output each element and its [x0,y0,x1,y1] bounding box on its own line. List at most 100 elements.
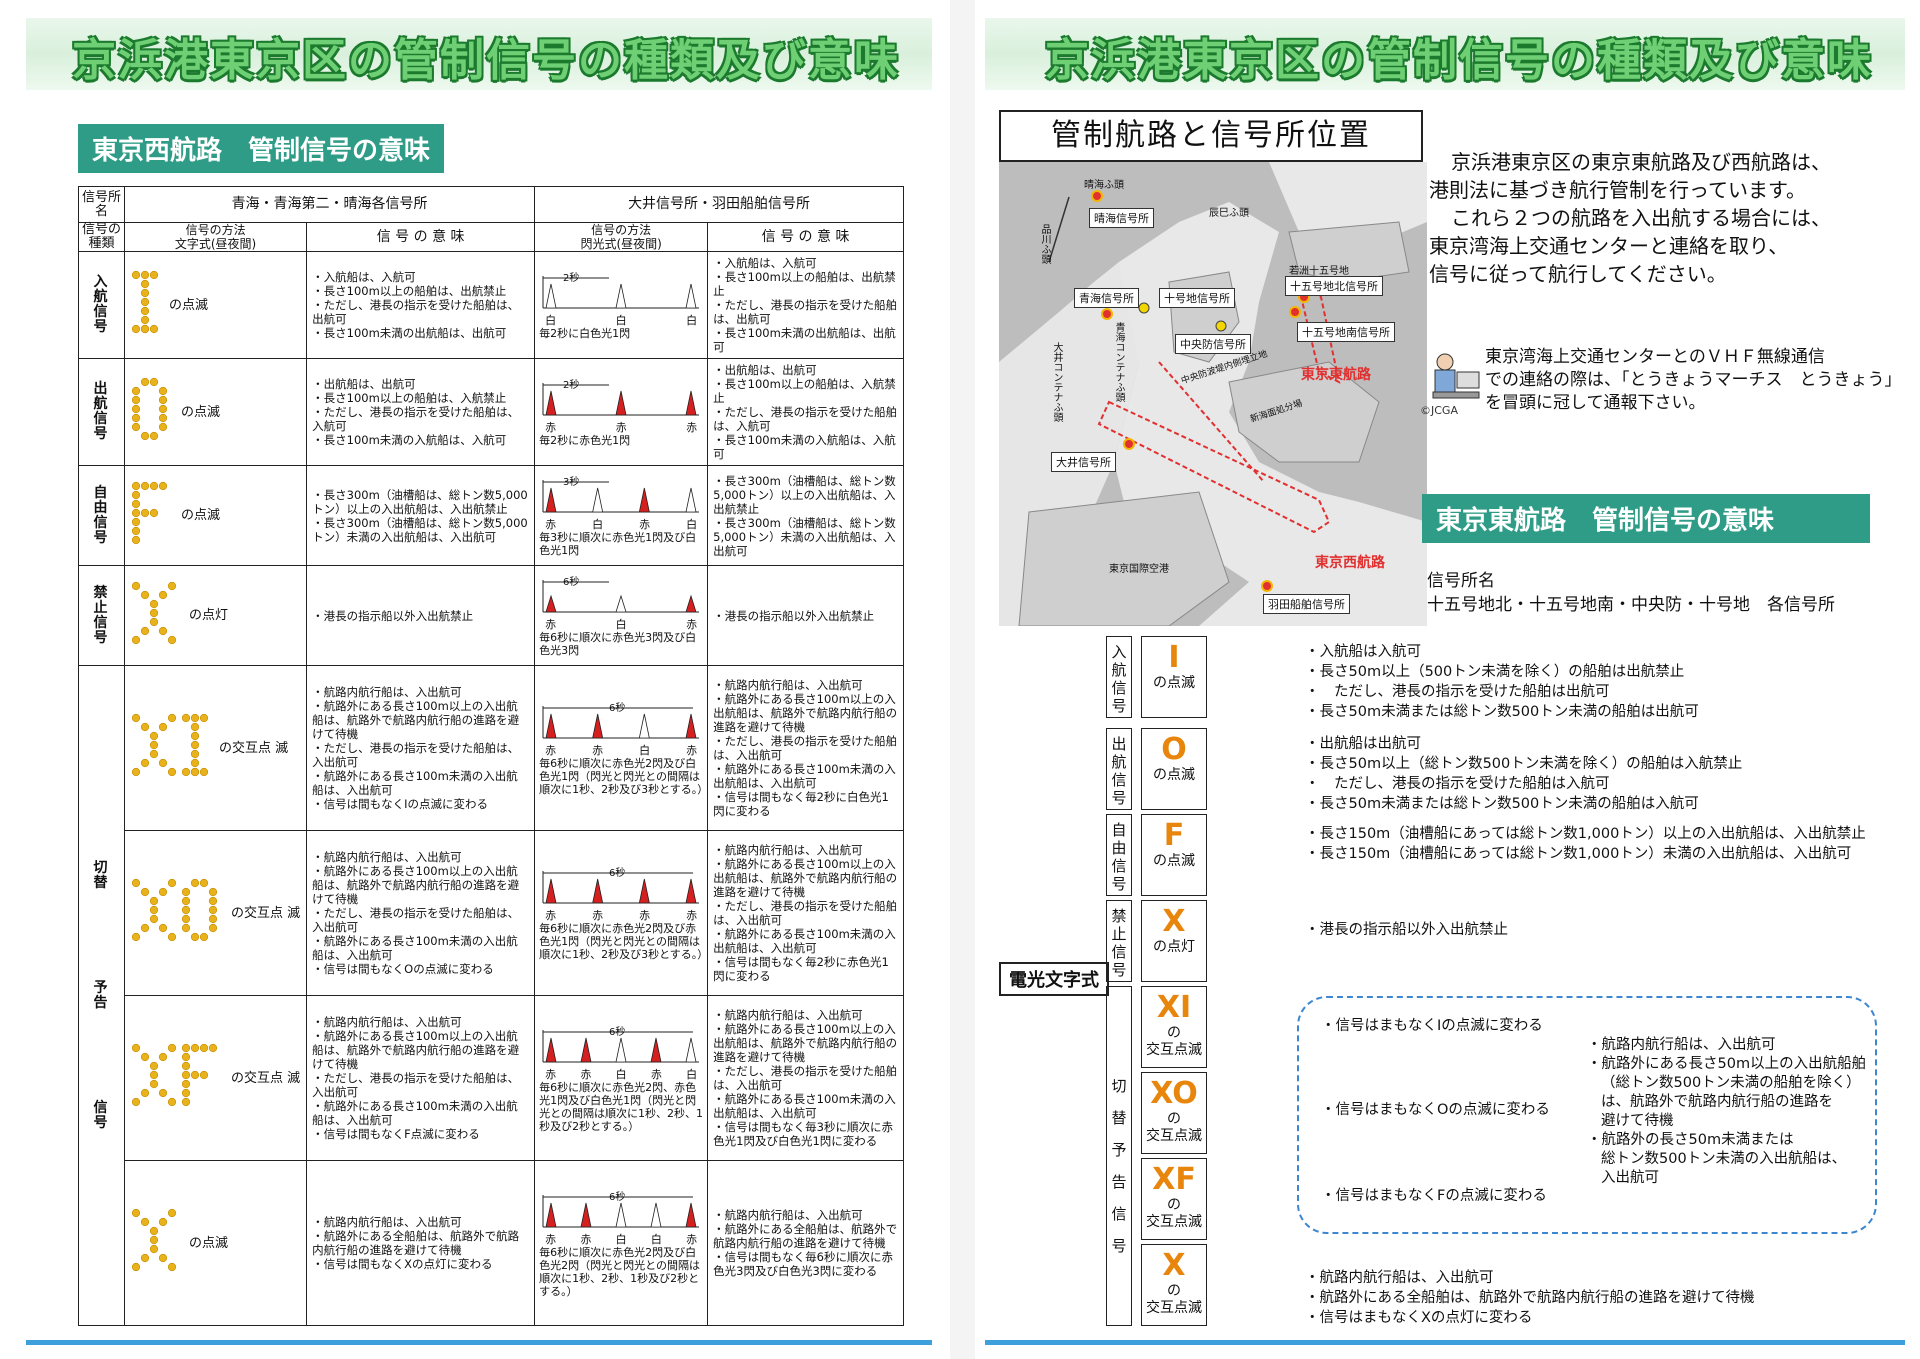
map-label-west-route: 東京西航路 [1315,555,1385,571]
east-route-title: 東京東航路 管制信号の意味 [1422,494,1870,543]
flash-pattern: 2秒赤赤赤毎2秒に赤色光1閃 [534,358,709,466]
flash-colors: 赤赤白赤 [545,744,698,757]
signal-category: 自由信号 [78,465,125,566]
header-group-a: 青海・青海第二・晴海各信号所 [123,186,536,223]
flash-colors: 赤赤白白赤 [545,1232,698,1246]
header-station-label: 信号所名 [78,186,125,223]
signal-row: の交互点 滅・航路内航行船は、入出航可・航路外にある長さ100m以上の入出航船は… [79,995,904,1161]
map-label-jugo-north: 十五号地北信号所 [1285,276,1383,296]
signal-character-cell: の点灯 [123,565,308,666]
flash-colors: 赤赤赤赤 [545,909,698,922]
map-label-oi-container: 大井コンテナふ頭 [1051,342,1062,422]
vhf-line: を冒頭に冠して通報下さい。 [1485,393,1706,413]
jcga-credit: ©JCGA [1420,404,1458,417]
method-b-label: 信号の方法 [591,223,652,237]
flash-note: 毎6秒に順次に赤色光2閃及び白色光1閃（閃光と閃光との間隔は順次に1秒、2秒及び… [539,757,709,796]
east-signal-meaning: 入航船は入航可長さ50m以上（500トン未満を除く）の船舶は出航禁止 ただし、港… [1305,642,1699,722]
flash-note: 毎2秒に赤色光1閃 [539,434,631,447]
intro-line: 港則法に基づき航行管制を行っています。 [1429,178,1806,202]
signal-row: 入航信号の点滅・入航船は、入航可・長さ100m以上の船舶は、出航禁止・ただし、港… [78,251,904,359]
map-label-airport: 東京国際空港 [1109,564,1169,575]
flash-colors: 赤赤赤 [545,421,698,434]
svg-text:6秒: 6秒 [609,866,625,879]
signal-char-i [131,270,161,340]
map-label-harumi-pier: 晴海ふ頭 [1084,180,1124,191]
map-label-haneda: 羽田船舶信号所 [1263,594,1350,614]
meaning-b: ・航路内航行船は、入出航可・航路外にある長さ100m以上の入出航船は、航路外で航… [707,665,904,831]
shared-meaning-text: ・航路内航行船は、入出航可・航路外にある長さ50m以上の入出航船舶（総トン数50… [1587,1037,1867,1186]
signal-char-label: の交互点 滅 [219,740,289,756]
flash-note: 毎2秒に白色光1閃 [539,327,631,340]
meaning-b: ・航路内航行船は、入出航可・航路外にある全船舶は、航路外で航路内航行船の進路を避… [707,1160,904,1326]
intro-line: 東京湾海上交通センターと連絡を取り、 [1429,234,1789,258]
flash-pattern: 2秒白白白毎2秒に白色光1閃 [534,251,709,359]
svg-text:6秒: 6秒 [563,575,579,588]
method-a-sub: 文字式(昼夜間) [174,237,257,251]
flash-note: 毎6秒に順次に赤色光2閃、赤色光1閃及び白色光1閃（閃光と閃光との間隔は順次に1… [539,1080,704,1133]
meaning-b: ・出航船は、出航可・長さ100m以上の船舶は、入航禁止・ただし、港長の指示を受け… [707,358,904,466]
svg-text:6秒: 6秒 [609,1190,625,1203]
east-signal-meaning: 港長の指示船以外入出航禁止 [1305,920,1509,940]
signal-char-label: の点滅 [189,1235,229,1251]
east-signal-char: XI [1156,990,1192,1025]
east-signal-sub: の [1167,1025,1181,1041]
map-label-aomi-container: 青海コンテナふ頭 [1113,322,1124,402]
signal-char-label: の点滅 [181,404,221,420]
intro-line: 信号に従って航行してください。 [1429,262,1727,286]
flash-pattern: 3秒赤白赤白毎3秒に順次に赤色光1閃及び白色光1閃 [534,465,709,566]
meaning-b: ・航路内航行船は、入出航可・航路外にある長さ100m以上の入出航船は、航路外で航… [707,830,904,996]
left-bottom-rule [26,1340,932,1345]
map-label-tatsumi: 辰巳ふ頭 [1209,208,1249,219]
east-signal-meaning: 航路内航行船は、入出航可航路外にある全船舶は、航路外で航路内航行船の進路を避けて… [1305,1268,1755,1328]
east-signal-sub: の [1167,1197,1181,1213]
east-signal-char: I [1168,640,1180,675]
signal-char-o [131,377,173,447]
page-gutter [950,0,975,1359]
header-kind-label: 信号の種類 [78,222,125,252]
meaning-a: ・航路内航行船は、入出航可・航路外にある長さ100m以上の入出航船は、航路外で航… [306,830,536,996]
map-label-jugo-south: 十五号地南信号所 [1297,322,1395,342]
east-signal-sub: の点滅 [1153,767,1195,783]
east-signal-char: X [1162,904,1186,939]
banner-title-right: 京浜港東京区の管制信号の種類及び意味 [1045,35,1873,86]
radio-operator-icon [1432,353,1480,399]
vhf-line: での連絡の際は、「とうきょうマーチス とうきょう」 [1485,370,1902,390]
stations-list: 十五号地北・十五号地南・中央防・十号地 各信号所 [1427,595,1835,615]
method-a-label: 信号の方法 [185,223,246,237]
signal-row: の点滅 ・航路内航行船は、入出航可・航路外にある全船舶は、航路外で航路内航行船の進… [79,1160,904,1326]
signal-character-cell: の点滅 [123,1160,308,1326]
east-signal-meaning: 信号はまもなくOの点滅に変わる [1321,1100,1550,1120]
east-signal-sub2: 交互点滅 [1146,1128,1202,1144]
svg-text:6秒: 6秒 [609,701,625,714]
signal-character-cell: の点滅 [123,465,308,566]
header-method-a: 信号の方法 文字式(昼夜間) [123,222,308,252]
flash-colors: 赤赤白赤白 [545,1067,698,1081]
east-signal-sub: の [1167,1111,1181,1127]
header-group-b: 大井信号所・羽田船舶信号所 [534,186,904,223]
east-signal-category: 自由信号 [1106,814,1132,896]
flash-pattern: 6秒赤赤赤赤毎6秒に順次に赤色光2閃及び赤色光1閃（閃光と閃光との間隔は順次に1… [534,830,708,996]
signal-char-f [131,481,173,551]
east-signal-meaning: 信号はまもなくFの点滅に変わる [1321,1186,1547,1206]
svg-text:2秒: 2秒 [563,378,579,391]
meaning-b: ・長さ300m（油槽船は、総トン数5,000トン）以上の入出航船は、入出航禁止・… [707,465,904,566]
method-b-sub: 閃光式(昼夜間) [580,237,662,251]
east-signal-meaning: 出航船は出航可長さ50m以上（総トン数500トン未満を除く）の船舶は入航禁止 た… [1305,734,1743,814]
signal-char-xf [131,1043,223,1113]
east-signal-char: O [1161,732,1187,767]
map-label-oi: 大井信号所 [1051,452,1116,472]
meaning-a: ・港長の指示船以外入出航禁止 [306,565,536,666]
meaning-a: ・出航船は、出航可・長さ100m以上の船舶は、入航禁止・ただし、港長の指示を受け… [306,358,536,466]
east-signal-meaning: 長さ150m（油槽船にあっては総トン数1,000トン）以上の入出航船は、入出航禁… [1305,824,1866,864]
left-page: 京浜港東京区の管制信号の種類及び意味 東京西航路 管制信号の意味 信号所名 青海… [0,0,950,1359]
vhf-line: 東京湾海上交通センターとのＶＨＦ無線通信 [1485,347,1825,367]
signal-char-label: の交互点 滅 [231,905,301,921]
map-label-aomi: 青海信号所 [1074,288,1139,308]
signal-char-label: の点滅 [169,297,209,313]
signal-char-xi [131,713,211,783]
